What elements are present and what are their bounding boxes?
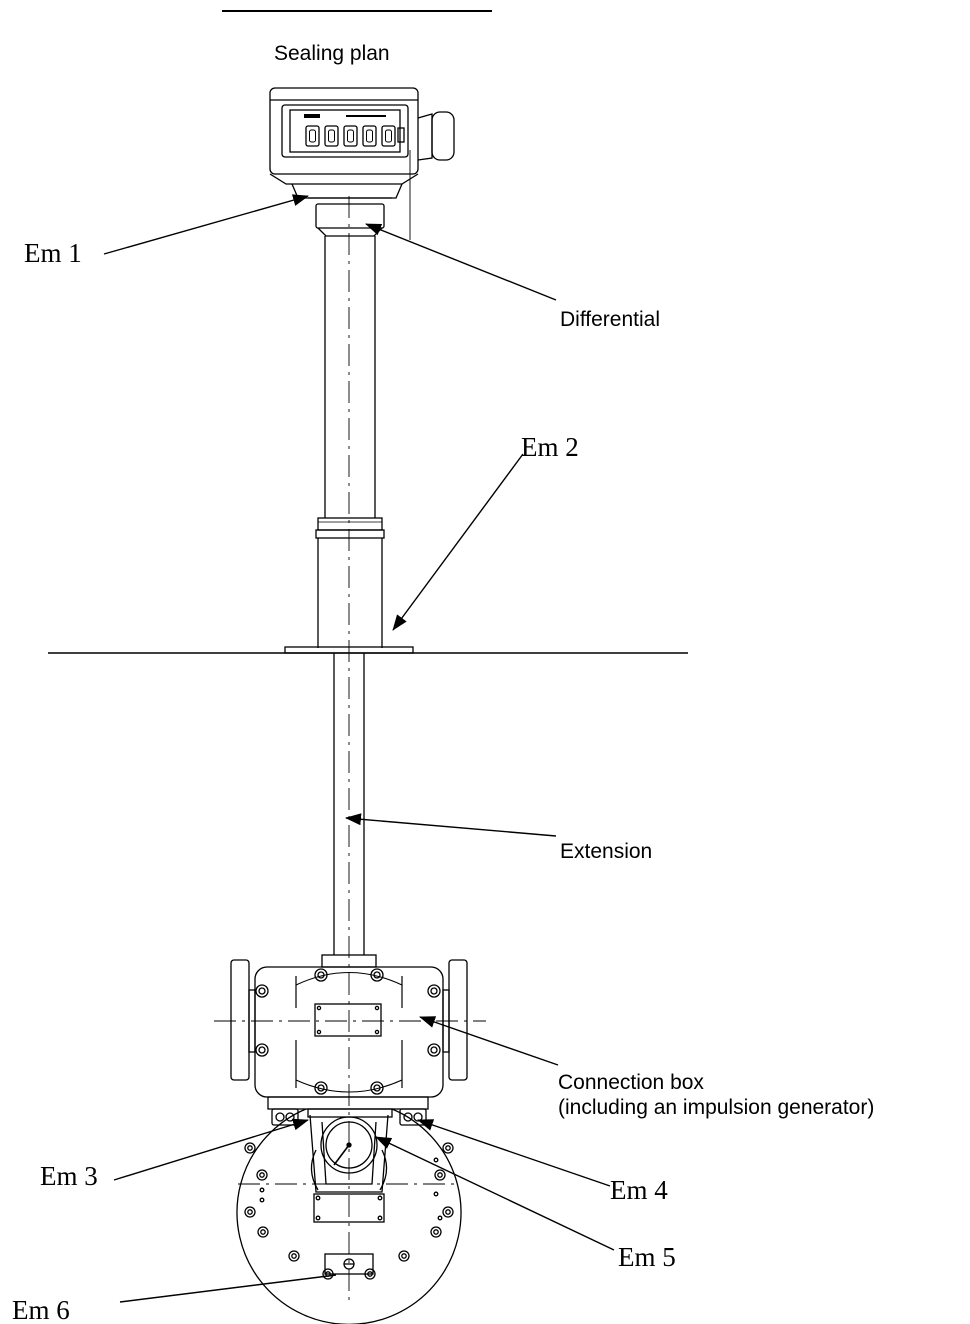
counter-digit-window	[381, 125, 396, 147]
label-connection-box: Connection box (including an impulsion g…	[558, 1070, 874, 1120]
bolt-icon	[244, 1206, 256, 1218]
bolt-icon	[244, 1142, 256, 1154]
bolt-icon	[442, 1206, 454, 1218]
counter-digit-glyph	[385, 129, 392, 143]
label-em3: Em 3	[40, 1161, 98, 1191]
counter-digit-glyph	[347, 129, 354, 143]
screw-icon	[316, 1029, 322, 1035]
screw-icon	[315, 1215, 321, 1221]
screw-icon	[377, 1215, 383, 1221]
meter-body-bolts	[244, 1142, 454, 1280]
counter-reset-slot	[397, 127, 405, 143]
counter-digit-window	[362, 125, 377, 147]
counter-digit-glyph	[328, 129, 335, 143]
leader-connection-box	[419, 1016, 559, 1066]
right-flange	[448, 959, 468, 1081]
bolt-icon	[364, 1268, 376, 1280]
meter-body-nameplate	[313, 1193, 385, 1223]
counter-digit-windows	[305, 125, 405, 147]
leader-em3	[113, 1118, 309, 1181]
meter-body	[236, 1108, 462, 1324]
leader-em4	[417, 1119, 611, 1187]
centerlines	[214, 196, 486, 1300]
label-connection-box-line2: (including an impulsion generator)	[558, 1096, 875, 1119]
label-em5: Em 5	[618, 1242, 676, 1272]
bolt-icon	[255, 984, 269, 998]
bolt-icon	[427, 1043, 441, 1057]
bolt-icon	[255, 1043, 269, 1057]
leader-em1	[103, 194, 309, 255]
label-em2: Em 2	[521, 432, 579, 462]
counter-logo	[304, 114, 320, 118]
counter-digit-glyph	[309, 129, 316, 143]
leader-em5	[375, 1136, 615, 1251]
connection-box-bolts	[255, 968, 441, 1095]
screw-icon	[259, 1197, 265, 1203]
left-flange	[230, 959, 250, 1081]
bolt-icon	[370, 968, 384, 982]
bolt-icon	[427, 984, 441, 998]
counter-digit-window	[305, 125, 320, 147]
bolt-icon	[370, 1081, 384, 1095]
screw-icon	[315, 1195, 321, 1201]
bolt-icon	[434, 1169, 446, 1181]
bolt-icon	[288, 1250, 300, 1262]
label-em4: Em 4	[610, 1175, 668, 1205]
bolt-icon	[257, 1226, 269, 1238]
differential-housing	[308, 197, 392, 237]
counter-digit-window	[324, 125, 339, 147]
leader-extension	[345, 813, 557, 837]
screw-icon	[259, 1187, 265, 1193]
reset-knob-icon	[417, 111, 455, 161]
bolt-icon	[398, 1250, 410, 1262]
leader-em6	[119, 1274, 337, 1303]
leader-differential	[365, 223, 557, 301]
screw-icon	[316, 1005, 322, 1011]
bolt-icon	[430, 1226, 442, 1238]
screw-icon	[374, 1029, 380, 1035]
bolt-icon	[442, 1142, 454, 1154]
diagram-title: Sealing plan	[274, 42, 390, 65]
counter-digit-glyph	[366, 129, 373, 143]
counter-digit-window	[343, 125, 358, 147]
counter-head	[269, 87, 455, 240]
label-em1: Em 1	[24, 238, 82, 268]
label-differential: Differential	[560, 308, 660, 331]
bolt-icon	[256, 1169, 268, 1181]
connection-box-nameplate	[314, 1003, 382, 1037]
bolt-icon	[314, 968, 328, 982]
bolt-icon	[314, 1081, 328, 1095]
screw-icon	[437, 1215, 443, 1221]
screw-icon	[377, 1195, 383, 1201]
leader-em2	[392, 453, 524, 631]
screw-icon	[374, 1005, 380, 1011]
label-connection-box-line1: Connection box	[558, 1071, 704, 1094]
screw-icon	[433, 1191, 439, 1197]
label-em6: Em 6	[12, 1295, 70, 1324]
label-extension: Extension	[560, 840, 653, 863]
gauge-needle	[333, 1144, 350, 1166]
leader-lines	[103, 194, 615, 1303]
screw-icon	[433, 1157, 439, 1163]
